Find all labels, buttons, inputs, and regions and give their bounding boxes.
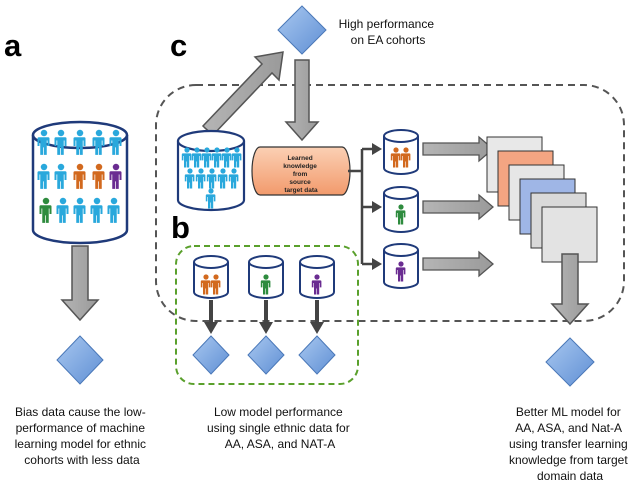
panel-c-source-model-diamond [277,5,327,55]
caption-c-top: High performance on EA cohorts [339,17,438,47]
panel-c-final-model-diamond [545,337,595,387]
single-cylinder-nat-a [299,255,335,299]
caption-c-bottom: Better ML model for AA, ASA, and Nat-A u… [509,405,631,483]
target-aa-arrow [422,135,494,163]
caption-a: Bias data cause the low- performance of … [15,405,150,467]
caption-b: Low model performance using single ethni… [207,405,353,451]
target-cylinder-aa [383,129,419,175]
panel-a-model-diamond [56,335,104,385]
panel-label-c: c [170,28,187,63]
target-nat-a-arrow [422,250,494,278]
single-model-diamond-aa [192,335,230,375]
panel-label-b: b [171,210,190,245]
panel-b-region [175,245,359,385]
single-cylinder-asa [248,255,284,299]
single-model-diamond-asa [247,335,285,375]
target-cylinder-nat-a [383,243,419,289]
panel-b-arrows [204,300,324,334]
panel-c-region [155,84,625,322]
target-cylinder-asa [383,186,419,233]
learned-knowledge-box [251,146,351,196]
stacked-model-squares [486,136,598,263]
knowledge-box-label: Learned knowledge from source target dat… [283,155,318,194]
single-cylinder-aa [193,255,229,299]
single-model-diamond-nat-a [298,335,336,375]
source-to-model-arrow [201,51,284,137]
knowledge-branch-arrows [348,143,382,270]
target-asa-arrow [422,193,494,221]
model-to-knowledge-arrow [284,59,320,142]
panel-a-down-arrow [60,245,100,322]
panel-label-a: a [4,28,22,63]
panel-c-down-arrow [550,253,590,326]
